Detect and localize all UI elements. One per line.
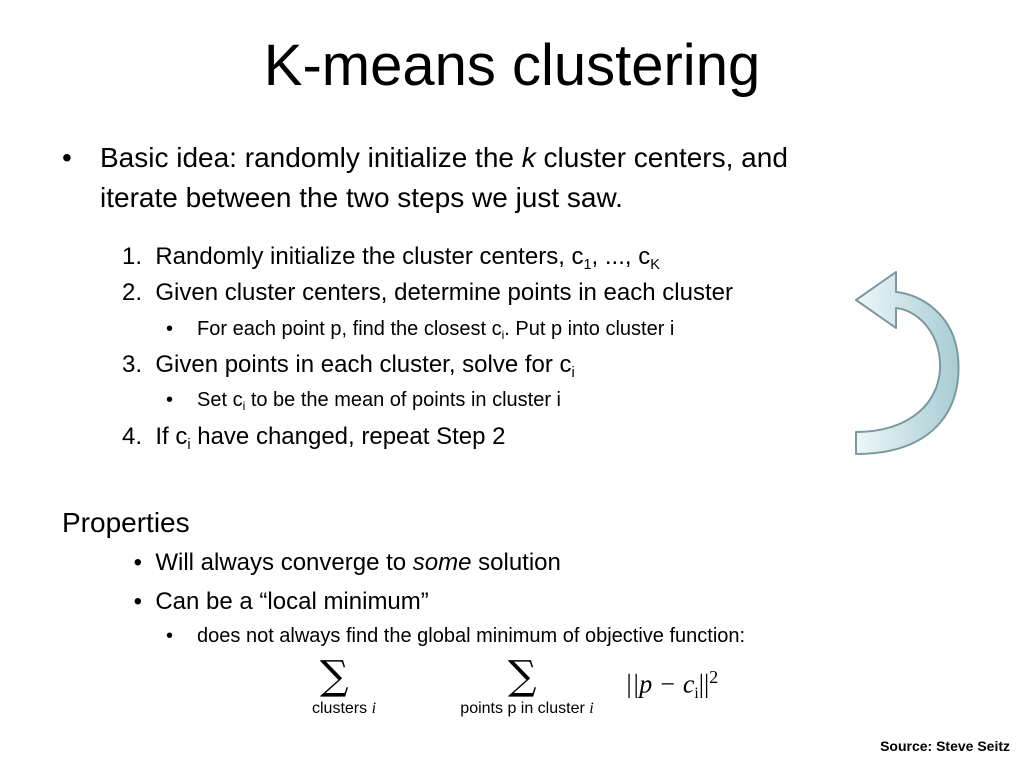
step-1: 1. Randomly initialize the cluster cente… [121,243,660,274]
properties-heading: Properties [62,507,190,538]
intro-line-2: iterate between the two steps we just sa… [100,182,623,213]
step-4: 4. If ci have changed, repeat Step 2 [121,423,506,454]
step-3: 3. Given points in each cluster, solve f… [121,351,575,382]
sum-symbol-clusters: ∑ [320,653,349,699]
step-2: 2. Given cluster centers, determine poin… [121,279,733,306]
property-1: • Will always converge to some solution [133,549,561,576]
sum-subscript-clusters: clusters i [311,700,377,717]
property-2-sub-bullet: •does not always find the global minimum… [166,625,746,647]
property-2: • Can be a “local minimum” [133,588,429,615]
loop-arrow-icon [855,271,960,455]
source-credit: Source: Steve Seitz [880,738,1010,754]
slide-title: K-means clustering [263,33,761,98]
step-3-sub-bullet: •Set ci to be the mean of points in clus… [166,389,561,414]
sum-subscript-points: points p in cluster i [460,700,594,717]
intro-line-1: Basic idea: randomly initialize the k cl… [100,142,788,173]
sum-symbol-points: ∑ [508,653,537,699]
norm-expression: ||p − ci||2 [625,667,719,703]
bullet-marker: • [62,142,72,173]
step-2-sub-bullet: •For each point p, find the closest ci. … [166,318,675,343]
